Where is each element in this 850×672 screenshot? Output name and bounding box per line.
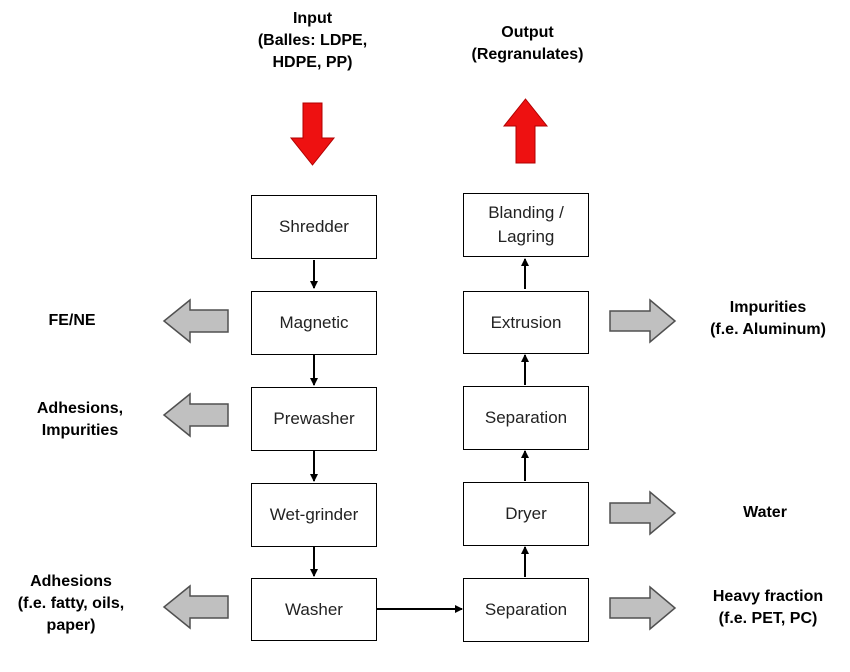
heavy-fraction-label: Heavy fraction (f.e. PET, PC) [712,588,824,627]
prewasher-box: Prewasher [251,387,377,451]
fe-ne-arrow [162,298,229,344]
wet-grinder-box: Wet-grinder [251,483,377,547]
blanding-box: Blanding / Lagring [463,193,589,257]
extrusion-box: Extrusion [463,291,589,354]
adhesions-washer-arrow [162,584,229,630]
impurities-arrow [609,298,677,344]
separation-top-box: Separation [463,386,589,450]
magnetic-box: Magnetic [251,291,377,355]
washer-box: Washer [251,578,377,641]
output-label: Output (Regranulates) [471,24,584,63]
impurities-label: Impurities (f.e. Aluminum) [710,299,826,338]
water-arrow [609,490,677,536]
adhesions-impurities-label: Adhesions, Impurities [36,400,124,439]
heavy-fraction-arrow [609,585,677,631]
input-arrow [289,102,336,166]
shredder-box: Shredder [251,195,377,259]
adhesions-impurities-arrow [162,392,229,438]
input-label: Input (Balles: LDPE, HDPE, PP) [257,10,368,71]
output-arrow [502,98,549,164]
separation-bottom-box: Separation [463,578,589,642]
adhesions-washer-label: Adhesions (f.e. fatty, oils, paper) [17,573,125,634]
fe-ne-label: FE/NE [48,312,96,329]
water-label: Water [743,504,787,521]
dryer-box: Dryer [463,482,589,546]
